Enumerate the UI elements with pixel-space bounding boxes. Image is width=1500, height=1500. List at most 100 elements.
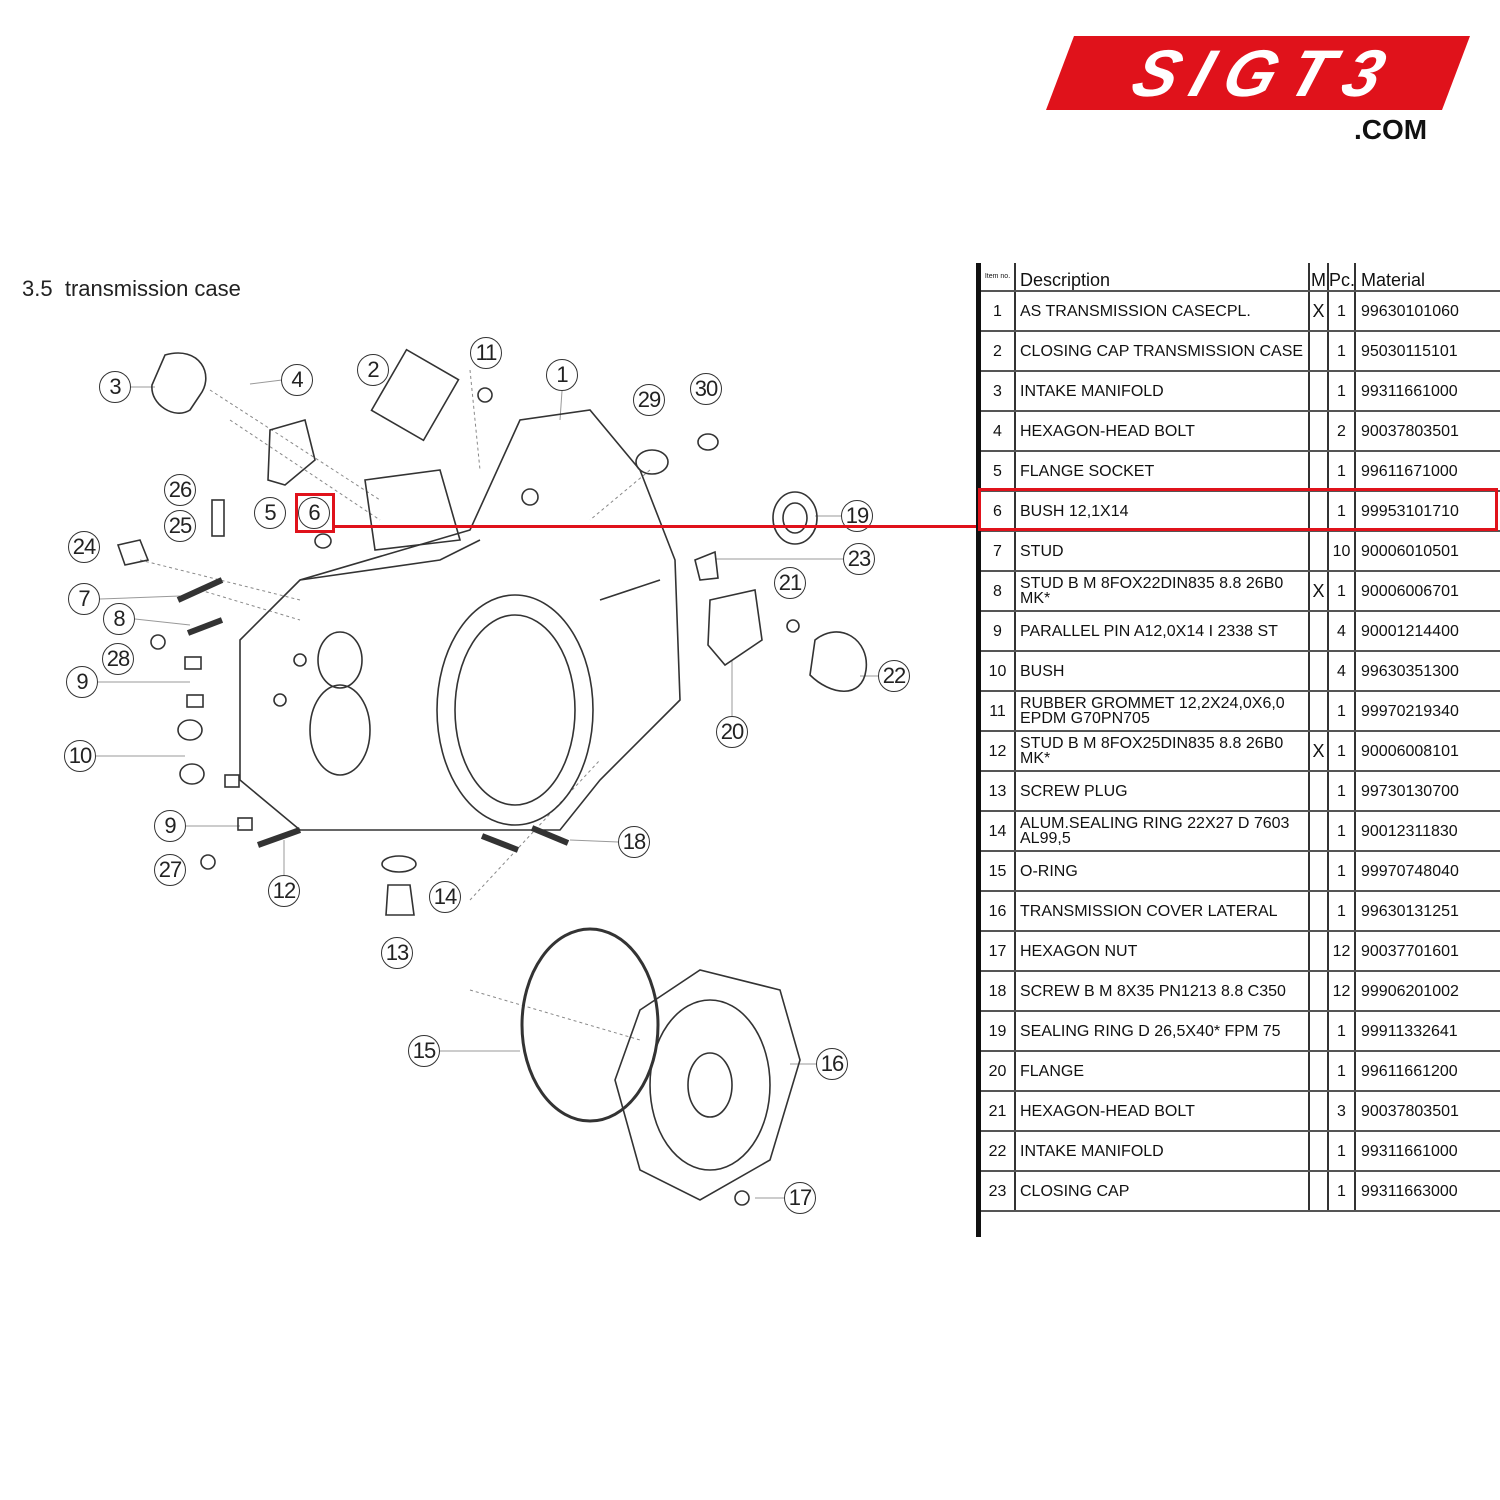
- m-cell: [1309, 331, 1329, 372]
- callout-10[interactable]: 10: [64, 740, 96, 772]
- callout-7[interactable]: 7: [68, 583, 100, 615]
- callout-30[interactable]: 30: [690, 373, 722, 405]
- callout-2[interactable]: 2: [357, 354, 389, 386]
- material-cell: 99630351300: [1355, 651, 1500, 692]
- callout-12[interactable]: 12: [268, 875, 300, 907]
- callout-18[interactable]: 18: [618, 826, 650, 858]
- pc-cell: 1: [1328, 1171, 1356, 1212]
- item-no-cell: 1: [981, 291, 1016, 332]
- description-cell: BUSH: [1015, 651, 1310, 692]
- o-ring-and-cover: [520, 927, 801, 1206]
- m-cell: [1309, 891, 1329, 932]
- material-cell: 99906201002: [1355, 971, 1500, 1012]
- description-cell: FLANGE: [1015, 1051, 1310, 1092]
- pc-cell: 12: [1328, 971, 1356, 1012]
- item-no-cell: 21: [981, 1091, 1016, 1132]
- material-cell: 90037701601: [1355, 931, 1500, 972]
- callout-28[interactable]: 28: [102, 643, 134, 675]
- callout-6[interactable]: 6: [298, 497, 330, 529]
- m-cell: [1309, 851, 1329, 892]
- callout-29[interactable]: 29: [633, 384, 665, 416]
- item-no-cell: 4: [981, 411, 1016, 452]
- callout-22[interactable]: 22: [878, 660, 910, 692]
- item-no-cell: 22: [981, 1131, 1016, 1172]
- m-cell: [1309, 971, 1329, 1012]
- callout-5[interactable]: 5: [254, 497, 286, 529]
- callout-11[interactable]: 11: [470, 337, 502, 369]
- callout-8[interactable]: 8: [103, 603, 135, 635]
- logo-domain-suffix: .COM: [1354, 114, 1428, 145]
- material-cell: 99953101710: [1355, 491, 1500, 532]
- callout-9b[interactable]: 9: [154, 810, 186, 842]
- pc-cell: 4: [1328, 651, 1356, 692]
- callout-14[interactable]: 14: [429, 881, 461, 913]
- callout-25[interactable]: 25: [164, 510, 196, 542]
- material-cell: 99630101060: [1355, 291, 1500, 332]
- description-cell: SEALING RING D 26,5X40* FPM 75: [1015, 1011, 1310, 1052]
- material-cell: 95030115101: [1355, 331, 1500, 372]
- section-number: 3.5: [22, 276, 53, 301]
- header-description: Description: [1015, 263, 1310, 292]
- callout-16[interactable]: 16: [816, 1048, 848, 1080]
- material-cell: 90012311830: [1355, 811, 1500, 852]
- item-no-cell: 18: [981, 971, 1016, 1012]
- callout-21[interactable]: 21: [774, 567, 806, 599]
- callout-26[interactable]: 26: [164, 474, 196, 506]
- description-cell: SCREW PLUG: [1015, 771, 1310, 812]
- m-cell: [1309, 811, 1329, 852]
- callout-4[interactable]: 4: [281, 364, 313, 396]
- callout-23[interactable]: 23: [843, 543, 875, 575]
- m-cell: [1309, 1051, 1329, 1092]
- m-cell: X: [1309, 731, 1329, 772]
- callout-20[interactable]: 20: [716, 716, 748, 748]
- header-item-no: Item no.: [981, 263, 1016, 292]
- item-no-cell: 19: [981, 1011, 1016, 1052]
- m-cell: [1309, 531, 1329, 572]
- description-cell: STUD: [1015, 531, 1310, 572]
- description-cell: CLOSING CAP TRANSMISSION CASE: [1015, 331, 1310, 372]
- description-cell: FLANGE SOCKET: [1015, 451, 1310, 492]
- callout-27[interactable]: 27: [154, 854, 186, 886]
- item-no-cell: 7: [981, 531, 1016, 572]
- callout-15[interactable]: 15: [408, 1035, 440, 1067]
- item-no-cell: 8: [981, 571, 1016, 612]
- material-cell: 99611671000: [1355, 451, 1500, 492]
- callout-9[interactable]: 9: [66, 666, 98, 698]
- m-cell: [1309, 931, 1329, 972]
- callout-24[interactable]: 24: [68, 531, 100, 563]
- material-cell: 99630131251: [1355, 891, 1500, 932]
- callout-1[interactable]: 1: [546, 359, 578, 391]
- section-title: 3.5 transmission case: [22, 276, 241, 302]
- item-no-cell: 2: [981, 331, 1016, 372]
- description-cell: HEXAGON-HEAD BOLT: [1015, 1091, 1310, 1132]
- callout-3[interactable]: 3: [99, 371, 131, 403]
- leader-lines: [139, 369, 651, 1041]
- material-cell: 90001214400: [1355, 611, 1500, 652]
- callout-17[interactable]: 17: [784, 1182, 816, 1214]
- callout-13[interactable]: 13: [381, 937, 413, 969]
